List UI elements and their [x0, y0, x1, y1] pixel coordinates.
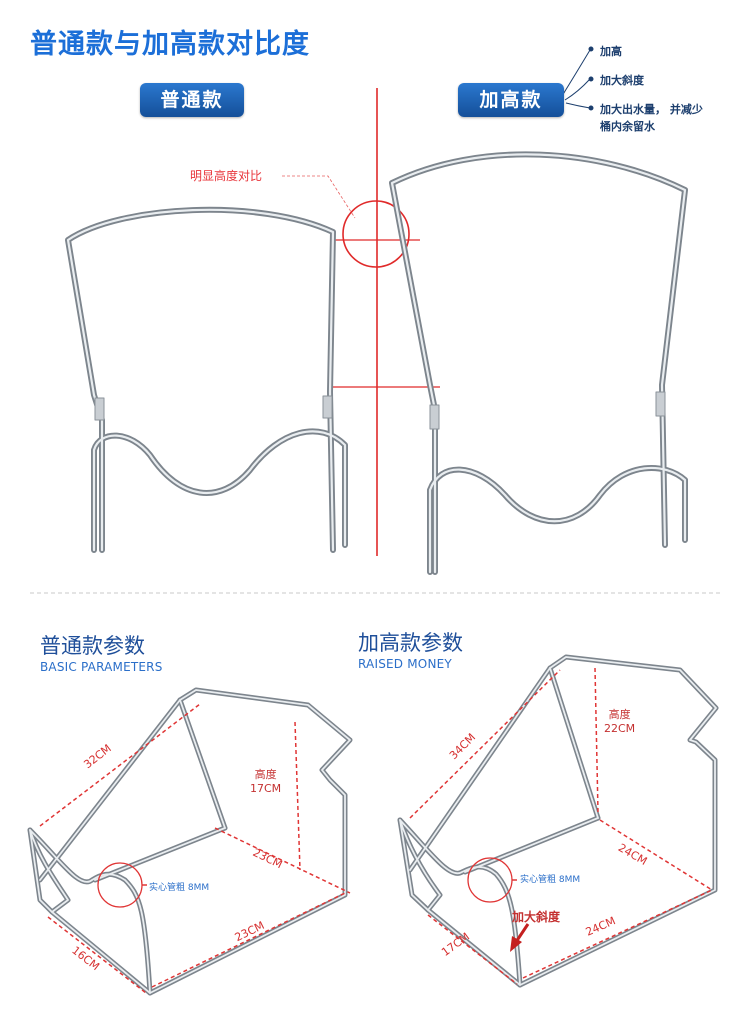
slope-arrow-icon: [510, 923, 530, 952]
raised-slope-note: 加大斜度: [512, 910, 561, 924]
basic-params-subtitle: BASIC PARAMETERS: [40, 660, 163, 674]
basic-height-value: 17CM: [250, 782, 282, 795]
raised-rack-dimension-lines: [409, 667, 713, 985]
raised-model-badge: 加高款: [458, 83, 564, 117]
feature-taller: 加高: [600, 45, 622, 58]
feature-drainage: 加大出水量， 并减少: [600, 103, 703, 116]
feature-slope: 加大斜度: [600, 74, 644, 87]
height-reference-lines: [282, 88, 440, 556]
feature-pointer-lines: [561, 46, 594, 111]
raised-height-label: 高度: [608, 708, 631, 721]
basic-height-label: 高度: [254, 768, 277, 781]
tube-highlight-circle-raised: [467, 857, 513, 903]
normal-rack-perspective: [27, 687, 353, 996]
basic-height-dim: 高度 17CM: [250, 768, 281, 796]
raised-rack-perspective: [397, 654, 719, 988]
raised-height-value: 22CM: [604, 722, 636, 735]
normal-rack-front-view: [65, 206, 348, 553]
raised-height-dim: 高度 22CM: [604, 708, 635, 736]
basic-tube-note: 实心管粗 8MM: [149, 883, 210, 893]
raised-params-subtitle: RAISED MONEY: [358, 657, 452, 671]
normal-model-badge: 普通款: [140, 83, 244, 117]
raised-tube-note: 实心管粗 8MM: [520, 875, 581, 885]
comparison-note: 明显高度对比: [190, 169, 263, 183]
feature-drainage-cont: 桶内余留水: [600, 120, 655, 133]
page-title: 普通款与加高款对比度: [30, 29, 310, 60]
normal-rack-dimension-lines: [39, 703, 351, 994]
raised-rack-front-view: [389, 151, 688, 575]
raised-params-title: 加高款参数: [358, 631, 463, 655]
basic-params-title: 普通款参数: [40, 634, 145, 658]
height-highlight-circle: [342, 200, 410, 268]
